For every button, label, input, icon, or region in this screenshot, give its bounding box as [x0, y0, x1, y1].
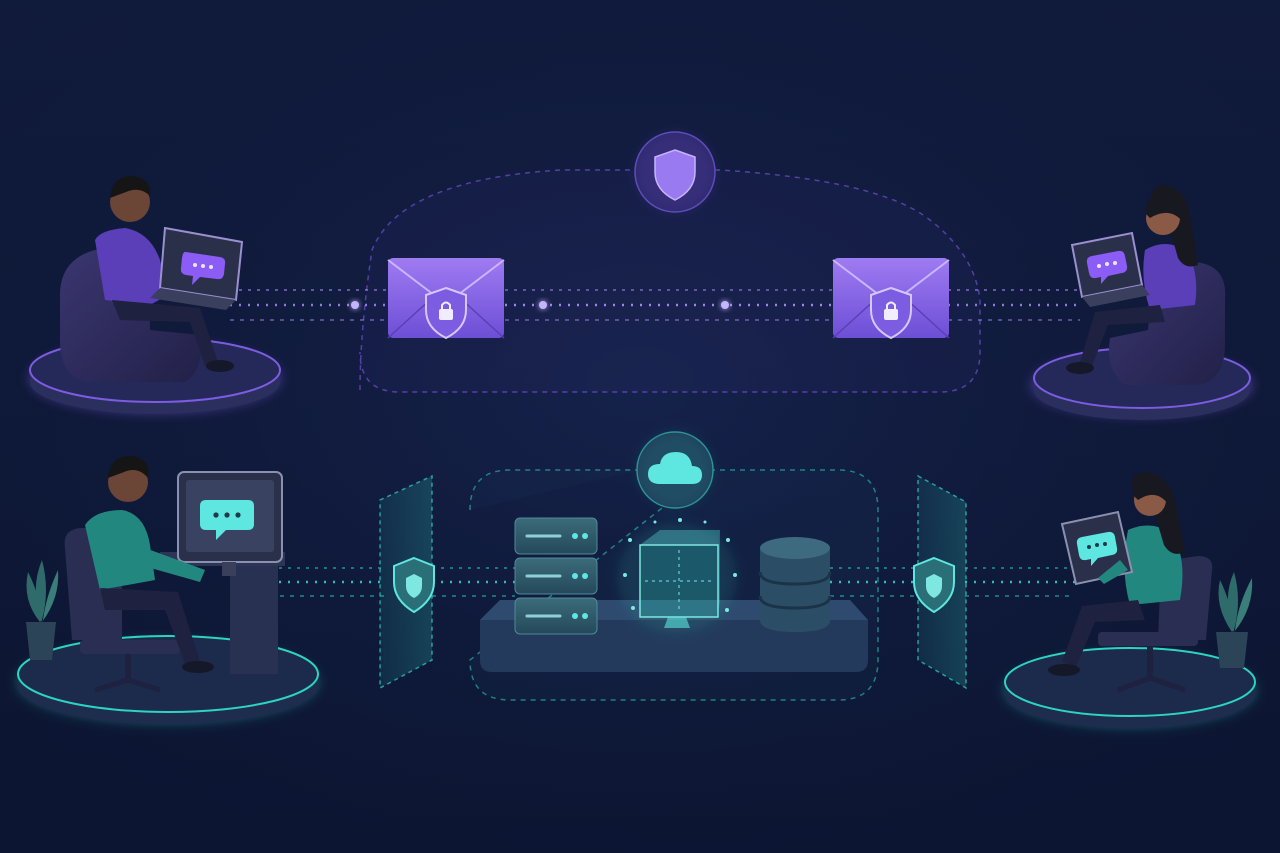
- shield-icon: [654, 149, 696, 201]
- chat-bubble-icon: [1076, 531, 1118, 566]
- locked-envelope-icon: [832, 258, 950, 340]
- chat-bubble-icon: [200, 500, 254, 540]
- server-rack-icon: [514, 517, 598, 635]
- left-security-gateway: [379, 474, 435, 690]
- top-channel-boundary: [359, 169, 981, 393]
- cloud-badge: [636, 431, 714, 509]
- data-packet-dot: [351, 301, 359, 309]
- bottom-data-stream: [270, 567, 1075, 597]
- receiver-user-laptop: [1032, 185, 1252, 420]
- top-data-stream: [230, 289, 1080, 321]
- cloud-icon: [648, 452, 702, 484]
- data-packet-dot: [539, 301, 547, 309]
- right-security-gateway: [913, 474, 967, 690]
- sender-user-laptop: [29, 176, 281, 414]
- plant-icon: [1216, 572, 1253, 668]
- chat-bubble-icon: [1086, 250, 1128, 284]
- database-icon: [758, 537, 832, 632]
- laptop-icon: [1070, 231, 1150, 307]
- desktop-monitor-icon: [177, 471, 283, 576]
- top-encrypted-channel: [230, 131, 1080, 393]
- data-cube-icon: [617, 518, 737, 633]
- data-packet-dot: [721, 301, 729, 309]
- bottom-secure-cloud-channel: [270, 431, 1075, 701]
- chat-bubble-icon: [180, 251, 226, 285]
- locked-envelope-icon: [387, 258, 505, 340]
- plant-icon: [26, 560, 59, 660]
- sender-user-desktop: [17, 456, 319, 724]
- receiver-user-tablet: [1004, 472, 1256, 728]
- laptop-icon: [150, 226, 244, 310]
- top-shield-badge: [634, 131, 716, 213]
